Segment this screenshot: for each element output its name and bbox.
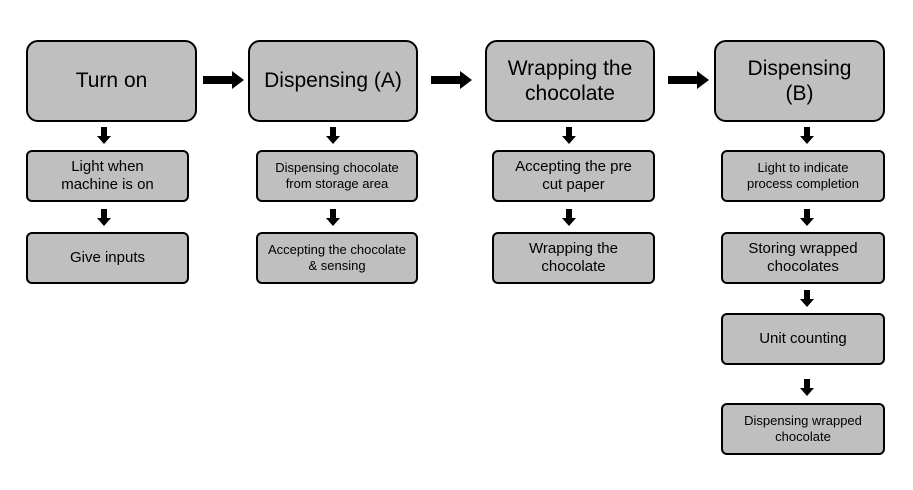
arrow-down [800, 379, 814, 396]
stage-wrapping: Wrapping the chocolate [485, 40, 655, 122]
step-storing-wrapped: Storing wrapped chocolates [721, 232, 885, 284]
arrow-right-3 [668, 71, 709, 89]
stage-dispensing-b: Dispensing (B) [714, 40, 885, 122]
stage-label: Wrapping the chocolate [507, 56, 633, 105]
step-label: Light to indicate process completion [747, 160, 859, 191]
arrow-down [97, 209, 111, 226]
step-accepting-paper: Accepting the pre cut paper [492, 150, 655, 202]
step-dispensing-from-storage: Dispensing chocolate from storage area [256, 150, 418, 202]
arrow-down [800, 209, 814, 226]
arrow-down [800, 290, 814, 307]
step-label: Accepting the chocolate & sensing [267, 242, 407, 273]
arrow-right-1 [203, 71, 244, 89]
step-label: Wrapping the chocolate [529, 240, 618, 275]
step-label: Accepting the pre cut paper [515, 158, 632, 193]
arrow-down [562, 127, 576, 144]
step-dispensing-wrapped: Dispensing wrapped chocolate [721, 403, 885, 455]
stage-turn-on: Turn on [26, 40, 197, 122]
step-accepting-and-sensing: Accepting the chocolate & sensing [256, 232, 418, 284]
stage-dispensing-a: Dispensing (A) [248, 40, 418, 122]
arrow-down [800, 127, 814, 144]
step-wrapping-chocolate: Wrapping the chocolate [492, 232, 655, 284]
step-label: Dispensing wrapped chocolate [744, 413, 862, 444]
step-label: Storing wrapped chocolates [748, 240, 858, 275]
step-give-inputs: Give inputs [26, 232, 189, 284]
arrow-down [97, 127, 111, 144]
step-light-completion: Light to indicate process completion [721, 150, 885, 202]
step-light-when-on: Light when machine is on [26, 150, 189, 202]
step-label: Dispensing chocolate from storage area [275, 160, 399, 191]
arrow-down [326, 209, 340, 226]
arrow-right-2 [431, 71, 472, 89]
step-label: Light when machine is on [61, 158, 154, 193]
arrow-down [562, 209, 576, 226]
arrow-down [326, 127, 340, 144]
stage-label: Dispensing (B) [747, 56, 852, 105]
step-unit-counting: Unit counting [721, 313, 885, 365]
